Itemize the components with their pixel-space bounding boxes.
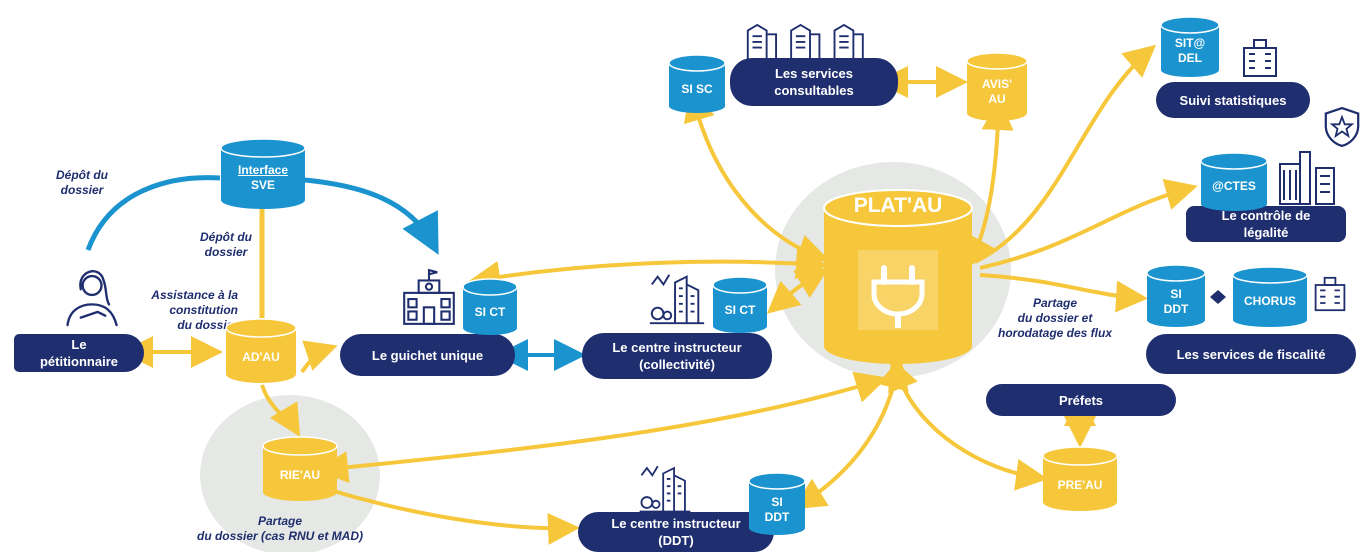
platau-title: PLAT'AU [853, 194, 943, 217]
depot-mid-line2: dossier [204, 245, 248, 259]
controle-legalite-box: Le contrôle de légalité [1186, 206, 1346, 242]
connector-platau-sdd [979, 273, 1148, 313]
ctes-db: @CTES [1200, 152, 1268, 212]
centre-ddt-line2: (DDT) [658, 533, 694, 548]
person-icon [66, 270, 118, 327]
platau-cylinder: PLAT'AU [822, 188, 974, 366]
connector-sve-guichet [277, 175, 439, 255]
centre-collectivite-line2: (collectivité) [639, 357, 715, 372]
guichet-label: Le guichet unique [371, 347, 484, 363]
office-building-icon-chorus [1314, 276, 1346, 312]
services-consultables-box: Les services consultables [730, 58, 898, 106]
ctes-label: @CTES [1212, 178, 1256, 193]
si-ddt-fiscal-line1: SI [1170, 287, 1182, 301]
connector-rieau-platau [316, 371, 888, 484]
si-ddt-centre-line1: SI [771, 495, 783, 509]
avisau-line2: AU [988, 92, 1006, 106]
depot-mid-line1: Dépôt du [200, 230, 252, 244]
shield-star-icon [1324, 106, 1360, 148]
assistance-line1: Assistance à la [151, 288, 238, 302]
city-icon [649, 274, 705, 325]
assistance-line3: du dossier [177, 318, 238, 332]
centre-ddt-box: Le centre instructeur (DDT) [578, 512, 774, 552]
si-ddt-fiscal-line2: DDT [1163, 302, 1189, 316]
rieau-label: RIE'AU [279, 467, 321, 482]
government-building-icon [1279, 151, 1335, 205]
city-icon-ddt [639, 465, 691, 513]
town-hall-icon [403, 268, 455, 325]
chorus-label: CHORUS [1243, 293, 1296, 308]
si-ct-centre-db: SI CT [712, 276, 768, 334]
assistance-line2: constitution [169, 303, 238, 317]
interface-sve-line2: SVE [250, 178, 275, 192]
petitionnaire-box: Le pétitionnaire [14, 334, 144, 372]
connector-adau-rieau [260, 384, 301, 437]
si-ddt-centre-line2: DDT [764, 510, 790, 524]
preau-db: PRE'AU [1042, 446, 1118, 512]
connector-platau-ctes [979, 178, 1198, 270]
si-ct-centre-label: SI CT [724, 302, 756, 317]
sitdel-line2: DEL [1178, 51, 1202, 65]
connector-sisc-platau [683, 88, 830, 266]
si-sc-db: SI SC [668, 54, 726, 114]
prefets-box: Préfets [986, 384, 1176, 416]
plug-icon [858, 250, 938, 330]
partage-platau-line2: du dossier et [1017, 311, 1093, 325]
suivi-label: Suivi statistiques [1179, 92, 1287, 108]
depot-left-line1: Dépôt du [56, 168, 108, 182]
connector-rieau-ddt [329, 488, 580, 545]
connector-platau-preau [888, 357, 1048, 491]
adau-db: AD'AU [225, 318, 297, 384]
avisau-line1: AVIS' [982, 77, 1012, 91]
avisau-db: AVIS'AU [966, 52, 1028, 122]
controle-line1: Le contrôle de [1221, 208, 1311, 223]
prefets-label: Préfets [1058, 392, 1104, 408]
partage-platau-line3: horodatage des flux [997, 326, 1113, 340]
interface-sve-line1: Interface [237, 163, 289, 177]
guichet-box: Le guichet unique [340, 334, 515, 376]
si-ct-guichet-db: SI CT [462, 278, 518, 336]
petitionnaire-line1: Le [71, 337, 87, 352]
si-ct-guichet-label: SI CT [474, 304, 506, 319]
services-consultables-line2: consultables [774, 83, 854, 98]
services-fiscalite-box: Les services de fiscalité [1146, 334, 1356, 374]
si-sc-label: SI SC [681, 81, 713, 96]
centre-collectivite-line1: Le centre instructeur [612, 340, 742, 355]
partage-platau-line1: Partage [1032, 296, 1078, 310]
connector-avisau-platau [966, 98, 1014, 269]
connector-platau-sitdel [974, 44, 1157, 264]
petitionnaire-line2: pétitionnaire [39, 354, 118, 369]
adau-label: AD'AU [242, 349, 280, 364]
rieau-db: RIE'AU [262, 436, 338, 502]
partage-rieau-line1: Partage [257, 514, 303, 528]
controle-line2: légalité [1243, 225, 1289, 240]
connector-sddt-chorus [1210, 290, 1226, 304]
centre-ddt-line1: Le centre instructeur [611, 516, 741, 531]
sitdel-line1: SIT@ [1174, 36, 1206, 50]
sitdel-db: SIT@DEL [1160, 16, 1220, 78]
connector-adau-guichet [300, 340, 338, 374]
centre-collectivite-box: Le centre instructeur (collectivité) [582, 333, 772, 379]
services-consultables-line1: Les services [774, 66, 854, 81]
connector-petitionnaire-sve [85, 175, 221, 251]
fiscalite-label: Les services de fiscalité [1176, 346, 1326, 362]
chorus-db: CHORUS [1232, 266, 1308, 328]
depot-left-line2: dossier [60, 183, 104, 197]
suivi-statistiques-box: Suivi statistiques [1156, 82, 1310, 118]
buildings-icon [746, 23, 864, 59]
connector-centre-platau [766, 267, 829, 314]
preau-label: PRE'AU [1057, 477, 1103, 492]
office-building-icon [1243, 39, 1277, 77]
partage-rieau-line2: du dossier (cas RNU et MAD) [196, 529, 364, 543]
